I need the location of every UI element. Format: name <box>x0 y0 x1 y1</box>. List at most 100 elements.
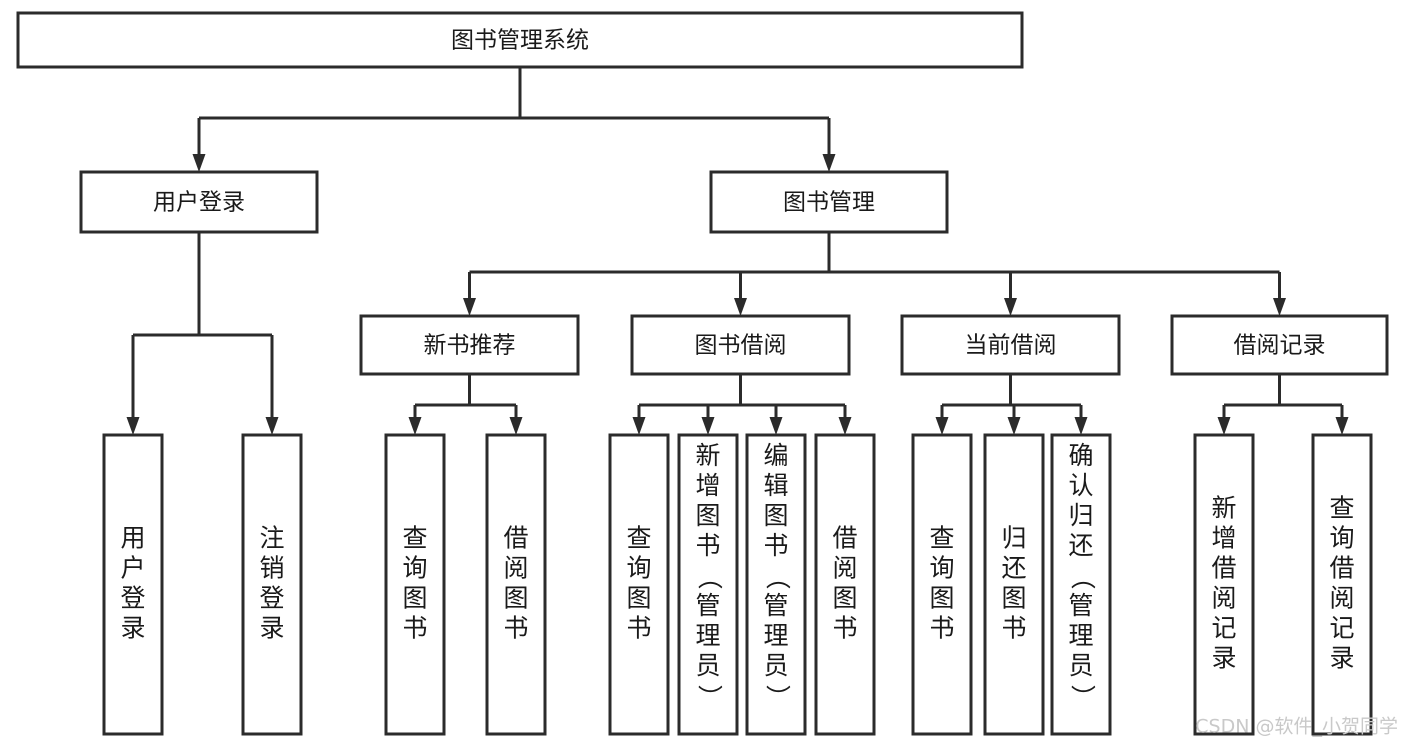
arrowhead-icon <box>1004 298 1017 316</box>
node-label-char: 查 <box>402 524 427 553</box>
node-label-char: 录 <box>259 614 284 643</box>
arrowhead-icon <box>408 417 422 435</box>
node-box[interactable] <box>1193 433 1255 736</box>
node-box[interactable] <box>485 433 547 736</box>
watermark-layer: CSDN @软件_小贺同学 <box>1195 716 1398 738</box>
node-box[interactable] <box>16 11 1024 69</box>
node-label: 新书推荐 <box>424 333 516 359</box>
node-book-borrow[interactable]: 图书借阅 <box>630 314 851 376</box>
node-label-char: 书 <box>763 531 788 560</box>
node-box[interactable] <box>1050 433 1112 736</box>
node-label-char: 新 <box>695 441 720 470</box>
node-box[interactable] <box>900 314 1121 376</box>
node-label-char: 录 <box>120 614 145 643</box>
node-box[interactable] <box>102 433 164 736</box>
node-label-char: 图 <box>695 501 720 530</box>
node-label-char: 图 <box>929 584 954 613</box>
arrowhead-icon <box>1217 417 1231 435</box>
node-box[interactable] <box>745 433 807 736</box>
arrowhead-icon <box>1074 417 1088 435</box>
arrowhead-icon <box>509 417 523 435</box>
node-user-login[interactable]: 用户登录 <box>79 170 319 234</box>
node-box[interactable] <box>983 433 1045 736</box>
node-box[interactable] <box>630 314 851 376</box>
node-label-char: 注 <box>259 524 284 553</box>
node-label-char: 借 <box>1329 554 1354 583</box>
node-label-char: 询 <box>929 554 954 583</box>
node-label-char: （ <box>763 564 792 589</box>
node-label-char: 归 <box>1068 501 1093 530</box>
node-new-book-rec[interactable]: 新书推荐 <box>359 314 580 376</box>
node-label-char: 图 <box>402 584 427 613</box>
node-box[interactable] <box>384 433 446 736</box>
node-label-char: 用 <box>120 524 145 553</box>
node-label-char: ） <box>1068 684 1097 709</box>
node-label-char: 理 <box>763 621 788 650</box>
arrowhead-icon <box>192 154 206 172</box>
node-label-char: 书 <box>832 614 857 643</box>
node-label-char: 书 <box>695 531 720 560</box>
node-label: 借阅记录 <box>1234 333 1326 359</box>
arrowhead-icon <box>632 417 646 435</box>
node-label: 图书管理 <box>783 190 875 216</box>
node-label-char: 销 <box>259 554 284 583</box>
node-label-char: ） <box>695 684 724 709</box>
node-label-char: 登 <box>259 584 284 613</box>
node-box[interactable] <box>79 170 319 234</box>
node-layer: 图书管理系统用户登录图书管理新书推荐图书借阅当前借阅借阅记录用户登录注销登录查询… <box>16 11 1389 736</box>
node-box[interactable] <box>1170 314 1389 376</box>
node-box[interactable] <box>911 433 973 736</box>
node-label-char: 借 <box>503 524 528 553</box>
node-label-char: 增 <box>695 471 720 500</box>
node-label-char: 员 <box>1068 651 1093 680</box>
node-leaf-user-login[interactable]: 用户登录 <box>102 433 164 736</box>
node-box[interactable] <box>359 314 580 376</box>
node-label-char: 阅 <box>832 554 857 583</box>
node-box[interactable] <box>677 433 739 736</box>
node-book-manage[interactable]: 图书管理 <box>709 170 949 234</box>
node-label-char: 查 <box>1329 494 1354 523</box>
node-label-char: 图 <box>626 584 651 613</box>
node-borrow-record[interactable]: 借阅记录 <box>1170 314 1389 376</box>
node-label-char: 归 <box>1001 524 1026 553</box>
node-label-char: 借 <box>832 524 857 553</box>
arrowhead-icon <box>1007 417 1021 435</box>
arrowhead-icon <box>769 417 783 435</box>
node-label: 用户登录 <box>153 190 245 216</box>
connector-group <box>632 374 852 435</box>
node-label-char: 管 <box>763 591 788 620</box>
node-label-char: 录 <box>1211 644 1236 673</box>
node-box[interactable] <box>1311 433 1373 736</box>
node-box[interactable] <box>608 433 670 736</box>
node-label-char: 图 <box>503 584 528 613</box>
node-label-char: 询 <box>626 554 651 583</box>
node-box[interactable] <box>709 170 949 234</box>
node-label-char: 阅 <box>1211 584 1236 613</box>
node-label-char: 增 <box>1211 524 1236 553</box>
node-label-char: 图 <box>1001 584 1026 613</box>
arrowhead-icon <box>734 298 747 316</box>
node-label-char: 确 <box>1068 441 1093 470</box>
node-label-char: 员 <box>763 651 788 680</box>
node-box[interactable] <box>241 433 303 736</box>
node-label-char: 认 <box>1068 471 1093 500</box>
node-box[interactable] <box>814 433 876 736</box>
node-label-char: 阅 <box>503 554 528 583</box>
node-root[interactable]: 图书管理系统 <box>16 11 1024 69</box>
node-current-borrow[interactable]: 当前借阅 <box>900 314 1121 376</box>
node-label-char: 理 <box>1068 621 1093 650</box>
node-label-char: 书 <box>929 614 954 643</box>
node-label-char: 书 <box>1001 614 1026 643</box>
